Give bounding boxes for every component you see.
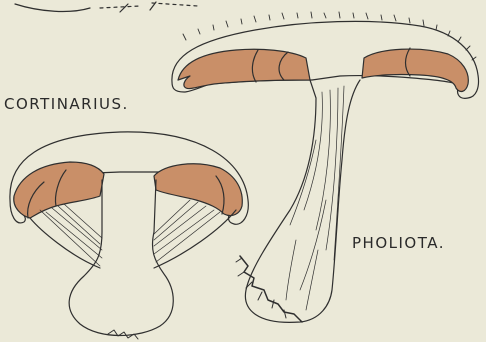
pholiota-label: PHOLIOTA. [352, 234, 445, 252]
pholiota-gill-right [362, 49, 468, 91]
pholiota-gill-left [178, 49, 310, 88]
cortinarius-cortina [40, 200, 220, 266]
cortinarius-mushroom [10, 132, 248, 339]
cortinarius-base-mycelium [108, 330, 138, 339]
top-edge-remnant [15, 2, 198, 12]
pholiota-base-scales [240, 256, 302, 322]
cortinarius-label: CORTINARIUS. [4, 95, 129, 113]
cortinarius-gill-right [154, 164, 242, 216]
cortinarius-stem [69, 180, 173, 336]
